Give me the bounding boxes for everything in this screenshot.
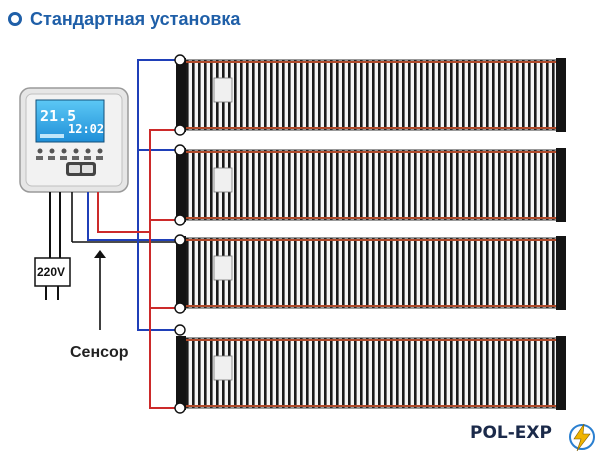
thermostat: 21.5 12:02 bbox=[19, 87, 129, 193]
live-wire bbox=[97, 129, 180, 409]
heating-film bbox=[176, 58, 566, 410]
terminals bbox=[174, 54, 186, 414]
film-strip bbox=[176, 236, 566, 310]
logo-lightning-icon bbox=[569, 423, 595, 452]
thermostat-temp: 21.5 bbox=[40, 107, 76, 125]
brand-logo: POL-EXP bbox=[470, 423, 552, 443]
thermostat-buttons bbox=[36, 148, 103, 176]
power-plug: 220V bbox=[34, 192, 71, 300]
sensor-label: Сенсор bbox=[70, 344, 129, 361]
thermostat-time: 12:02 bbox=[68, 122, 104, 136]
film-strip bbox=[176, 148, 566, 222]
film-strip bbox=[176, 336, 566, 410]
page-title: Стандартная установка bbox=[8, 8, 240, 30]
neutral-wire bbox=[87, 59, 180, 331]
film-strip bbox=[176, 58, 566, 132]
title-bullet-icon bbox=[8, 12, 22, 26]
power-label: 220V bbox=[37, 265, 65, 279]
title-text: Стандартная установка bbox=[30, 8, 241, 29]
